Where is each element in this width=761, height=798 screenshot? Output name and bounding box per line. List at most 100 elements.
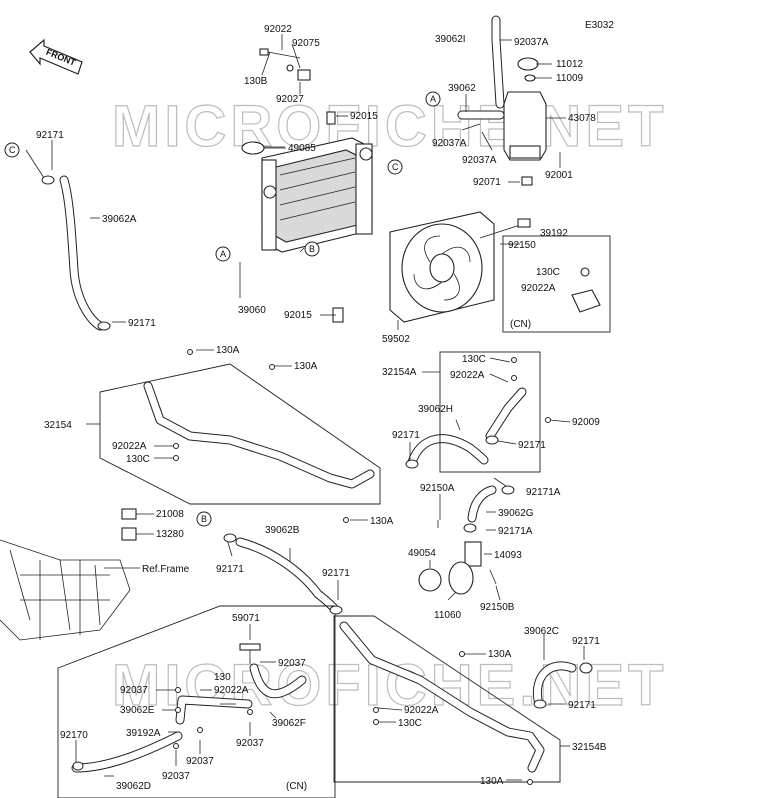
clamps xyxy=(41,175,593,785)
label-130a-3: 130A xyxy=(370,516,394,527)
cn-box-39192 xyxy=(502,235,611,333)
callout-c-right: C xyxy=(392,162,399,172)
label-92022a-left: 92022A xyxy=(112,441,147,452)
label-11012: 11012 xyxy=(556,59,584,70)
label-130a-5: 130A xyxy=(480,776,504,787)
bracket-21008 xyxy=(121,508,137,520)
label-39062d: 39062D xyxy=(116,781,151,792)
label-92001: 92001 xyxy=(545,170,573,181)
tank-breather-hose xyxy=(457,15,505,120)
label-92027: 92027 xyxy=(276,94,304,105)
label-11009: 11009 xyxy=(556,73,584,84)
label-cn-bottom: (CN) xyxy=(286,781,307,792)
label-39062b: 39062B xyxy=(265,525,300,536)
hose-39062g xyxy=(467,485,497,523)
label-92037-1: 92037 xyxy=(278,658,306,669)
label-39062i: 39062I xyxy=(435,34,466,45)
label-92022-top: 92022 xyxy=(264,24,292,35)
label-92171-b: 92171 xyxy=(216,564,244,575)
label-92075: 92075 xyxy=(292,38,320,49)
bolt-icon xyxy=(259,48,311,81)
pipe-32154b xyxy=(339,621,545,773)
label-92150b: 92150B xyxy=(480,602,515,613)
label-92037a-left: 92037A xyxy=(432,138,467,149)
hose-39062c xyxy=(532,661,577,705)
label-92171a-1: 92171A xyxy=(526,487,561,498)
label-92037-5: 92037 xyxy=(162,771,190,782)
watermark-top: MICROFICHE.NET xyxy=(112,94,667,159)
label-39062c: 39062C xyxy=(524,626,559,637)
label-39062g: 39062G xyxy=(498,508,534,519)
label-32154a: 32154A xyxy=(382,367,417,378)
reserve-tank[interactable] xyxy=(503,57,547,186)
thermostat-icon xyxy=(418,568,442,592)
label-92071: 92071 xyxy=(473,177,501,188)
label-49054: 49054 xyxy=(408,548,436,559)
cn-box-bottom xyxy=(57,605,336,798)
group-box-32154 xyxy=(99,363,381,505)
label-92150: 92150 xyxy=(508,240,536,251)
label-39062f: 39062F xyxy=(272,718,306,729)
radiator[interactable] xyxy=(261,137,373,253)
label-92037-4: 92037 xyxy=(186,756,214,767)
label-32154b: 32154B xyxy=(572,742,607,753)
label-39062a: 39062A xyxy=(102,214,137,225)
label-92171-h: 92171 xyxy=(392,430,420,441)
label-92171-c: 92171 xyxy=(572,636,600,647)
label-92022a-cn: 92022A xyxy=(214,685,249,696)
frame-sketch xyxy=(0,508,137,641)
label-92037a-mid: 92037A xyxy=(462,155,497,166)
label-cn-top: (CN) xyxy=(510,319,531,330)
label-92150a: 92150A xyxy=(420,483,455,494)
label-43078: 43078 xyxy=(568,113,596,124)
cooling-fan[interactable] xyxy=(389,211,531,323)
label-39062e: 39062E xyxy=(120,705,155,716)
label-92171-b2: 92171 xyxy=(322,568,350,579)
label-92015-top: 92015 xyxy=(350,111,378,122)
hose-39062b xyxy=(235,537,339,613)
label-92171-h-right: 92171 xyxy=(518,440,546,451)
label-92037a-top: 92037A xyxy=(514,37,549,48)
diagram-code: E3032 xyxy=(585,20,614,31)
label-92171-top-left: 92171 xyxy=(36,130,64,141)
label-130c-left: 130C xyxy=(126,454,150,465)
label-92171-mid-left: 92171 xyxy=(128,318,156,329)
callout-a-left: A xyxy=(220,249,226,259)
label-92037-3: 92037 xyxy=(236,738,264,749)
callout-c-left: C xyxy=(9,145,16,155)
label-92171-c2: 92171 xyxy=(568,700,596,711)
label-59502: 59502 xyxy=(382,334,410,345)
hose-39062a xyxy=(59,175,105,331)
hose-39062h xyxy=(407,434,489,467)
label-130c-box: 130C xyxy=(536,267,560,278)
label-92022a-bottom: 92022A xyxy=(404,705,439,716)
label-21008: 21008 xyxy=(156,509,184,520)
label-130c-right: 130C xyxy=(462,354,486,365)
leader-lines xyxy=(25,34,585,781)
group-box-32154a xyxy=(439,351,541,473)
label-92022a-right: 92022A xyxy=(450,370,485,381)
label-11060: 11060 xyxy=(434,610,462,621)
tank-cap-icon xyxy=(517,57,539,71)
label-92015-bottom: 92015 xyxy=(284,310,312,321)
label-49085: 49085 xyxy=(288,143,316,154)
label-92170: 92170 xyxy=(60,730,88,741)
label-59071: 59071 xyxy=(232,613,260,624)
label-130a-1: 130A xyxy=(216,345,240,356)
label-14093: 14093 xyxy=(494,550,522,561)
gasket-icon xyxy=(448,561,474,595)
label-92022a-box: 92022A xyxy=(521,283,556,294)
label-39060: 39060 xyxy=(238,305,266,316)
front-arrow-icon: FRONT xyxy=(29,38,83,75)
bracket-92015-top xyxy=(326,111,336,125)
label-39192: 39192 xyxy=(540,228,568,239)
pipe-32154a xyxy=(485,387,527,441)
label-39062: 39062 xyxy=(448,83,476,94)
label-130a-4: 130A xyxy=(488,649,512,660)
label-130c-bottom: 130C xyxy=(398,718,422,729)
label-130b: 130B xyxy=(244,76,268,87)
callout-a-top: A xyxy=(430,94,436,104)
water-pump-14093 xyxy=(418,520,497,595)
label-39192a: 39192A xyxy=(126,728,161,739)
